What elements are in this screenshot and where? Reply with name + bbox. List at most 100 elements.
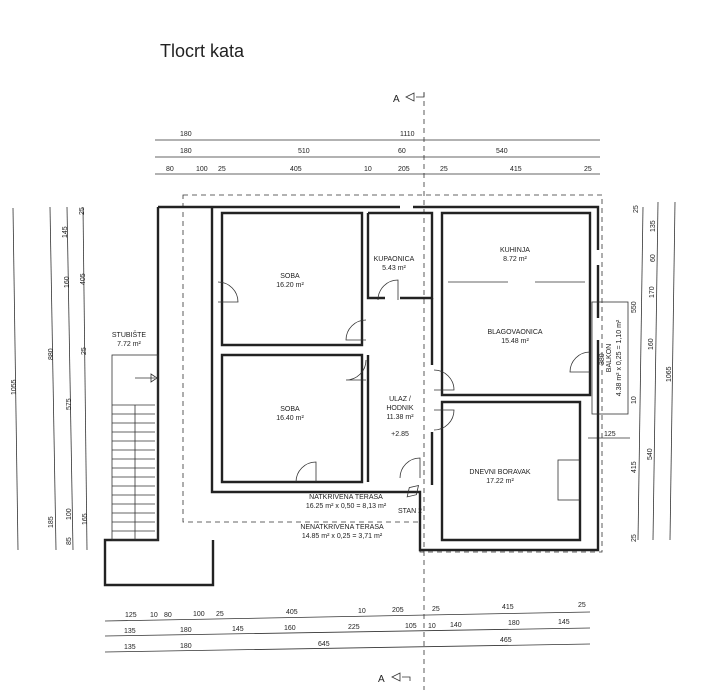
dim-label: 540 <box>496 148 508 155</box>
room-soba-1: SOBA 16.20 m² <box>276 273 304 289</box>
dimensions-bottom: 125 10 80 100 25 405 10 205 25 415 25 13… <box>104 602 591 653</box>
dim-label: 165 <box>82 513 89 525</box>
room-area: 16.20 m² <box>276 282 304 289</box>
room-blagovaonica: BLAGOVAONICA 15.48 m² <box>487 329 542 345</box>
dim-label: 10 <box>428 623 436 630</box>
dim-label: 80 <box>164 612 172 619</box>
doors <box>217 279 591 483</box>
dim-label: 145 <box>558 619 570 626</box>
dim-label: 25 <box>633 205 640 213</box>
dimensions-right: 25 135 60 170 160 540 1065 550 380 10 41… <box>588 201 676 542</box>
room-name: NATKRIVENA TERASA <box>309 494 383 501</box>
floor-level: +2.85 <box>391 431 409 438</box>
room-name: KUHINJA <box>500 247 530 254</box>
room-stubiste: STUBIŠTE 7.72 m² <box>112 330 147 348</box>
stair-steps <box>112 404 155 532</box>
dim-label: 160 <box>64 276 71 288</box>
dim-label: 465 <box>500 637 512 644</box>
room-hodnik: ULAZ / HODNIK 11.38 m² +2.85 <box>386 396 414 438</box>
room-name: DNEVNI BORAVAK <box>469 469 531 476</box>
dim-label: 25 <box>81 347 88 355</box>
dim-label: 185 <box>48 516 55 528</box>
dim-label: 180 <box>180 643 192 650</box>
dim-label: 100 <box>196 166 208 173</box>
room-area: 14.85 m² x 0,25 = 3,71 m² <box>302 533 383 540</box>
dimensions-left: 1055 880 185 145 160 575 100 85 25 405 2… <box>11 206 89 551</box>
dim-label: 135 <box>124 644 136 651</box>
dim-label: 10 <box>358 608 366 615</box>
dim-label: 645 <box>318 641 330 648</box>
plan-title: Tlocrt kata <box>160 41 245 61</box>
roof-outline <box>182 194 603 553</box>
room-area: 17.22 m² <box>486 478 514 485</box>
dim-label: 405 <box>290 166 302 173</box>
dim-label: 135 <box>650 220 657 232</box>
dim-label: 575 <box>66 398 73 410</box>
room-soba-2: SOBA 16.40 m² <box>276 406 304 422</box>
dim-label: 1055 <box>11 379 18 395</box>
dim-label: 540 <box>647 448 654 460</box>
room-name: ULAZ / <box>389 396 411 403</box>
room-name: BALKON <box>606 344 613 372</box>
room-name: STUBIŠTE <box>112 330 147 339</box>
room-name: HODNIK <box>386 405 414 412</box>
dim-label: 25 <box>584 166 592 173</box>
dim-label: 60 <box>650 254 657 262</box>
entrance-triangle-icon <box>406 484 420 498</box>
dim-label: 160 <box>648 338 655 350</box>
section-marker-top: A <box>393 94 400 105</box>
dim-label: 145 <box>62 226 69 238</box>
room-area: 16.25 m² x 0,50 = 8,13 m² <box>306 503 387 510</box>
dimensions-top: 180 1110 180 510 60 540 80 100 25 405 10… <box>155 131 600 175</box>
dim-label: 180 <box>180 131 192 138</box>
dim-label: 1065 <box>666 366 673 382</box>
dim-label: 160 <box>284 625 296 632</box>
dim-label: 25 <box>578 602 586 609</box>
dim-label: 205 <box>398 166 410 173</box>
dim-label: 180 <box>180 627 192 634</box>
room-area: 15.48 m² <box>501 338 529 345</box>
dim-label: 380 <box>599 353 606 365</box>
room-name: BLAGOVAONICA <box>487 329 542 336</box>
dim-label: 510 <box>298 148 310 155</box>
dim-label: 125 <box>125 612 137 619</box>
room-area: 5.43 m² <box>382 265 406 272</box>
walls <box>158 205 629 552</box>
room-kuhinja: KUHINJA 8.72 m² <box>500 247 530 263</box>
room-name: NENATKRIVENA TERASA <box>300 524 384 531</box>
dim-label: 125 <box>604 431 616 438</box>
dim-label: 10 <box>150 612 158 619</box>
room-area: 4.38 m² x 0,25 = 1,10 m² <box>616 319 623 396</box>
room-kupaonica: KUPAONICA 5.43 m² <box>374 256 415 272</box>
section-marker-bottom: A <box>378 674 385 685</box>
section-line-a: A A <box>378 92 425 690</box>
dim-label: 180 <box>180 148 192 155</box>
dim-label: 25 <box>432 606 440 613</box>
dim-label: 25 <box>440 166 448 173</box>
dim-label: 415 <box>631 461 638 473</box>
dim-label: 85 <box>66 537 73 545</box>
dim-label: 105 <box>405 623 417 630</box>
dim-label: 1110 <box>400 131 415 138</box>
balcony-label: BALKON 4.38 m² x 0,25 = 1,10 m² <box>606 319 623 396</box>
dim-label: 550 <box>631 301 638 313</box>
room-name: SOBA <box>280 406 300 413</box>
dim-label: 145 <box>232 626 244 633</box>
dim-label: 25 <box>216 611 224 618</box>
dim-label: 205 <box>392 607 404 614</box>
dim-label: 25 <box>218 166 226 173</box>
dim-label: 100 <box>193 611 205 618</box>
dim-label: 10 <box>364 166 372 173</box>
room-area: 16.40 m² <box>276 415 304 422</box>
dim-label: 180 <box>508 620 520 627</box>
dim-label: 170 <box>649 286 656 298</box>
dim-label: 405 <box>80 273 87 285</box>
dim-label: 225 <box>348 624 360 631</box>
room-dnevni-boravak: DNEVNI BORAVAK 17.22 m² <box>469 469 531 485</box>
dim-label: 80 <box>166 166 174 173</box>
dim-label: 415 <box>502 604 514 611</box>
staircase <box>103 207 215 587</box>
dim-label: 25 <box>79 207 86 215</box>
unit-label: STAN 2 <box>398 508 422 515</box>
